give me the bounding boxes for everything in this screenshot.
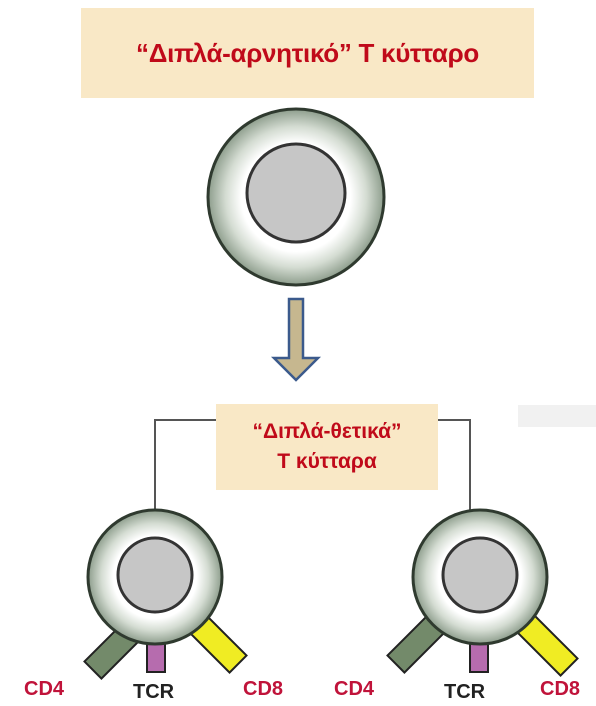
cd4-label: CD4	[24, 678, 64, 701]
cd4-label: CD4	[334, 678, 374, 701]
double-negative-cell	[208, 109, 384, 285]
subtitle-line-1: “Διπλά-θετικά”	[253, 417, 402, 447]
title-box: “Διπλά-αρνητικό” Τ κύτταρο	[81, 8, 534, 98]
cell-nucleus	[118, 538, 192, 612]
down-arrow-icon	[274, 299, 318, 380]
subtitle-box: “Διπλά-θετικά” Τ κύτταρα	[216, 404, 438, 490]
tcr-label: TCR	[444, 681, 485, 704]
double-positive-cell-left	[84, 510, 246, 679]
cd8-label: CD8	[243, 678, 283, 701]
decorative-strip	[518, 405, 596, 427]
subtitle-line-2: Τ κύτταρα	[277, 447, 377, 477]
double-positive-cell-right	[387, 510, 577, 676]
cd8-label: CD8	[540, 678, 580, 701]
cell-nucleus	[247, 144, 345, 242]
tcr-label: TCR	[133, 681, 174, 704]
cell-nucleus	[443, 538, 517, 612]
title: “Διπλά-αρνητικό” Τ κύτταρο	[136, 38, 479, 69]
